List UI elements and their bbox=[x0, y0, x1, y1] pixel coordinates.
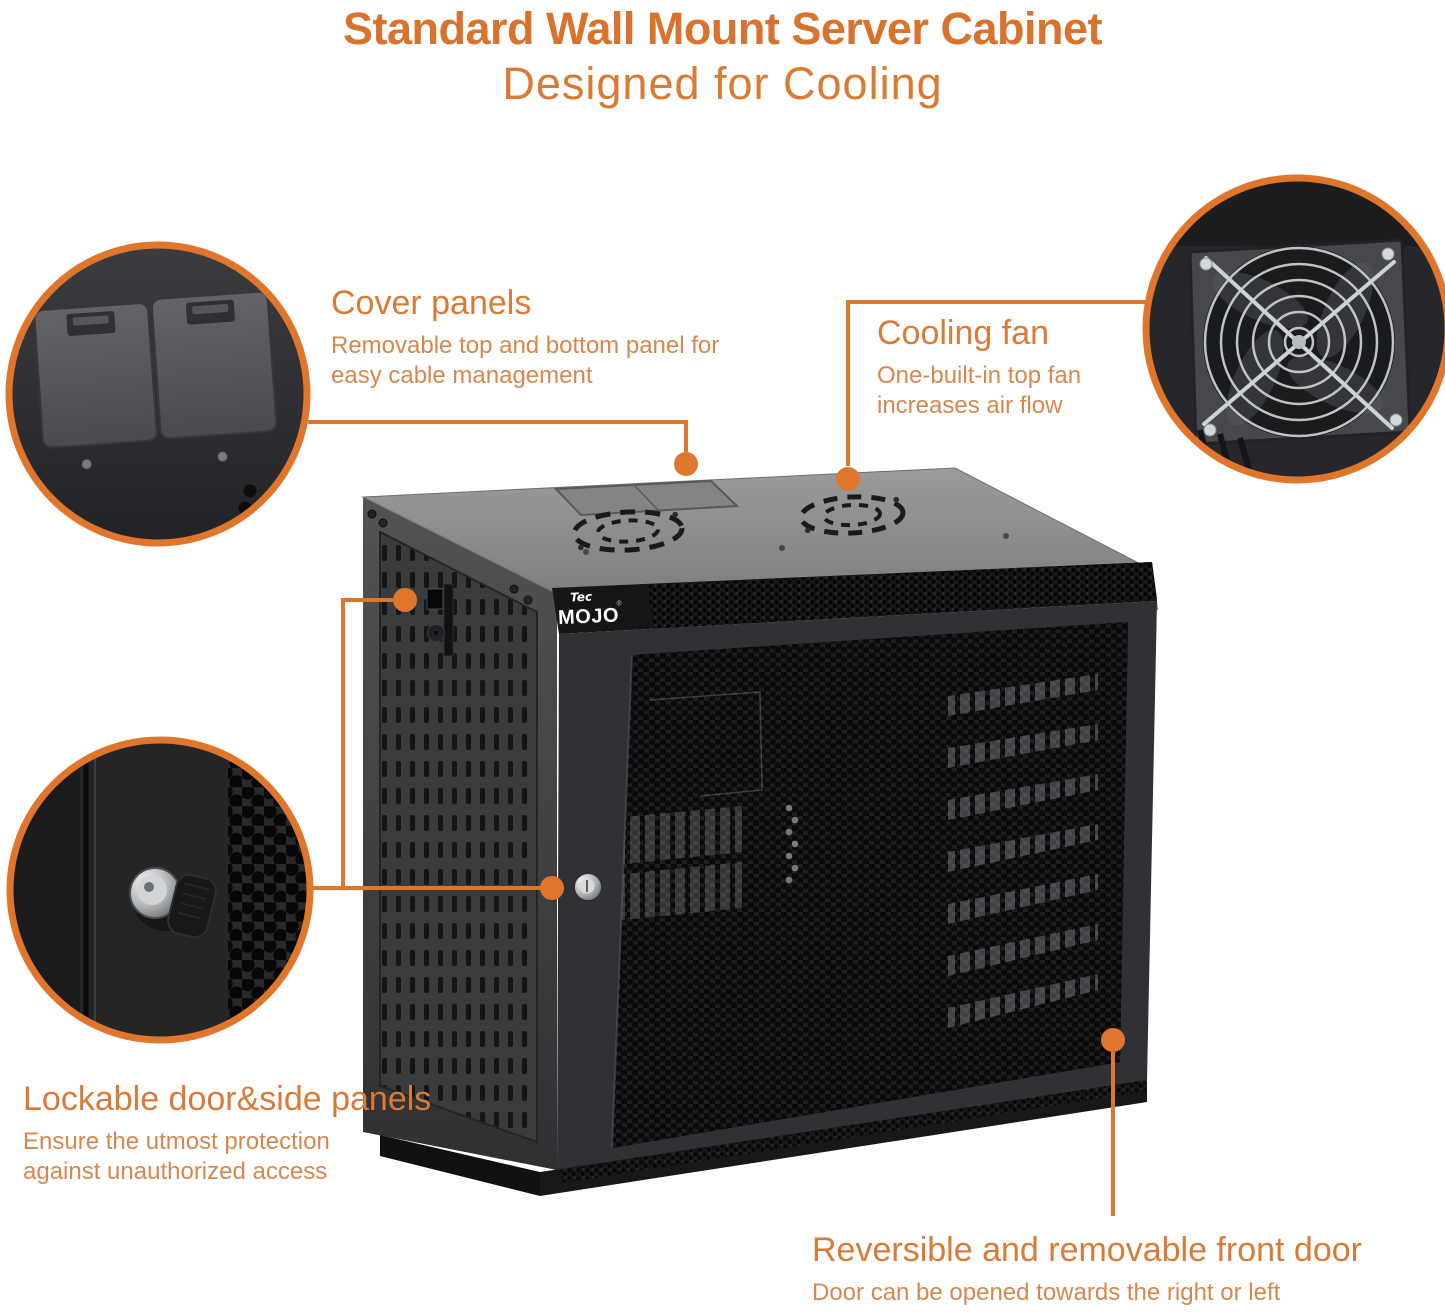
connector-cooling-fan bbox=[846, 300, 1149, 466]
callout-cover-panels-heading: Cover panels bbox=[331, 284, 532, 322]
inset-door-lock-ring bbox=[6, 736, 314, 1044]
dot-door-lock bbox=[540, 876, 564, 900]
callout-lockable-panels-heading: Lockable door&side panels bbox=[23, 1080, 432, 1118]
top-fan-vent-right bbox=[798, 494, 906, 536]
callout-dots bbox=[393, 452, 1125, 1052]
fan-finger-guard bbox=[1203, 246, 1395, 438]
connector-lockable bbox=[310, 598, 552, 890]
dot-side-panel-latch bbox=[393, 588, 417, 612]
server-cabinet: Tec MOJO ® bbox=[361, 467, 1158, 1196]
cabinet-top-face bbox=[361, 467, 1154, 595]
brand-script: Tec bbox=[570, 590, 592, 605]
cabinet-base bbox=[380, 1080, 1147, 1196]
dot-front-door bbox=[1101, 1028, 1125, 1052]
inset-door-lock-photo bbox=[6, 736, 314, 1044]
brand-word: MOJO bbox=[558, 604, 620, 629]
dot-cover-panels bbox=[674, 452, 698, 476]
page-subtitle: Designed for Cooling bbox=[502, 58, 943, 109]
page-title: Standard Wall Mount Server Cabinet bbox=[343, 3, 1102, 54]
brand-logo: Tec MOJO ® bbox=[558, 590, 623, 629]
connector-cover-panels bbox=[308, 420, 688, 452]
inset-cover-panels-photo bbox=[5, 241, 311, 547]
inset-cover-panels-ring bbox=[5, 241, 311, 547]
callout-lockable-panels: Lockable door&side panels Ensure the utm… bbox=[23, 1079, 431, 1187]
top-cover-panel bbox=[553, 479, 740, 517]
brand-registered-mark: ® bbox=[616, 599, 622, 607]
callout-front-door-body: Door can be opened towards the right or … bbox=[812, 1278, 1281, 1306]
callout-connectors bbox=[308, 300, 1149, 1216]
front-door bbox=[557, 601, 1157, 1170]
door-lock bbox=[574, 873, 602, 901]
header: Standard Wall Mount Server Cabinet Desig… bbox=[0, 2, 1445, 110]
inset-cooling-fan-photo bbox=[1142, 174, 1445, 484]
callout-front-door: Reversible and removable front door Door… bbox=[812, 1230, 1445, 1308]
dot-cooling-fan bbox=[836, 467, 860, 491]
callout-cooling-fan-heading: Cooling fan bbox=[877, 314, 1050, 352]
inset-key bbox=[167, 873, 217, 939]
callout-cooling-fan: Cooling fan One-built-in top fan increas… bbox=[877, 313, 1129, 421]
callout-cooling-fan-body: One-built-in top fan increases air flow bbox=[877, 361, 1082, 419]
cabinet-interior bbox=[612, 622, 1128, 1148]
callout-cover-panels-body: Removable top and bottom panel for easy … bbox=[331, 331, 720, 389]
inset-cooling-fan-ring bbox=[1142, 174, 1445, 484]
side-panel-latch bbox=[426, 583, 454, 657]
callout-lockable-panels-body: Ensure the utmost protection against una… bbox=[23, 1127, 330, 1185]
left-side-panel bbox=[363, 497, 557, 1170]
callout-front-door-heading: Reversible and removable front door bbox=[812, 1231, 1362, 1269]
callout-cover-panels: Cover panels Removable top and bottom pa… bbox=[331, 283, 763, 391]
